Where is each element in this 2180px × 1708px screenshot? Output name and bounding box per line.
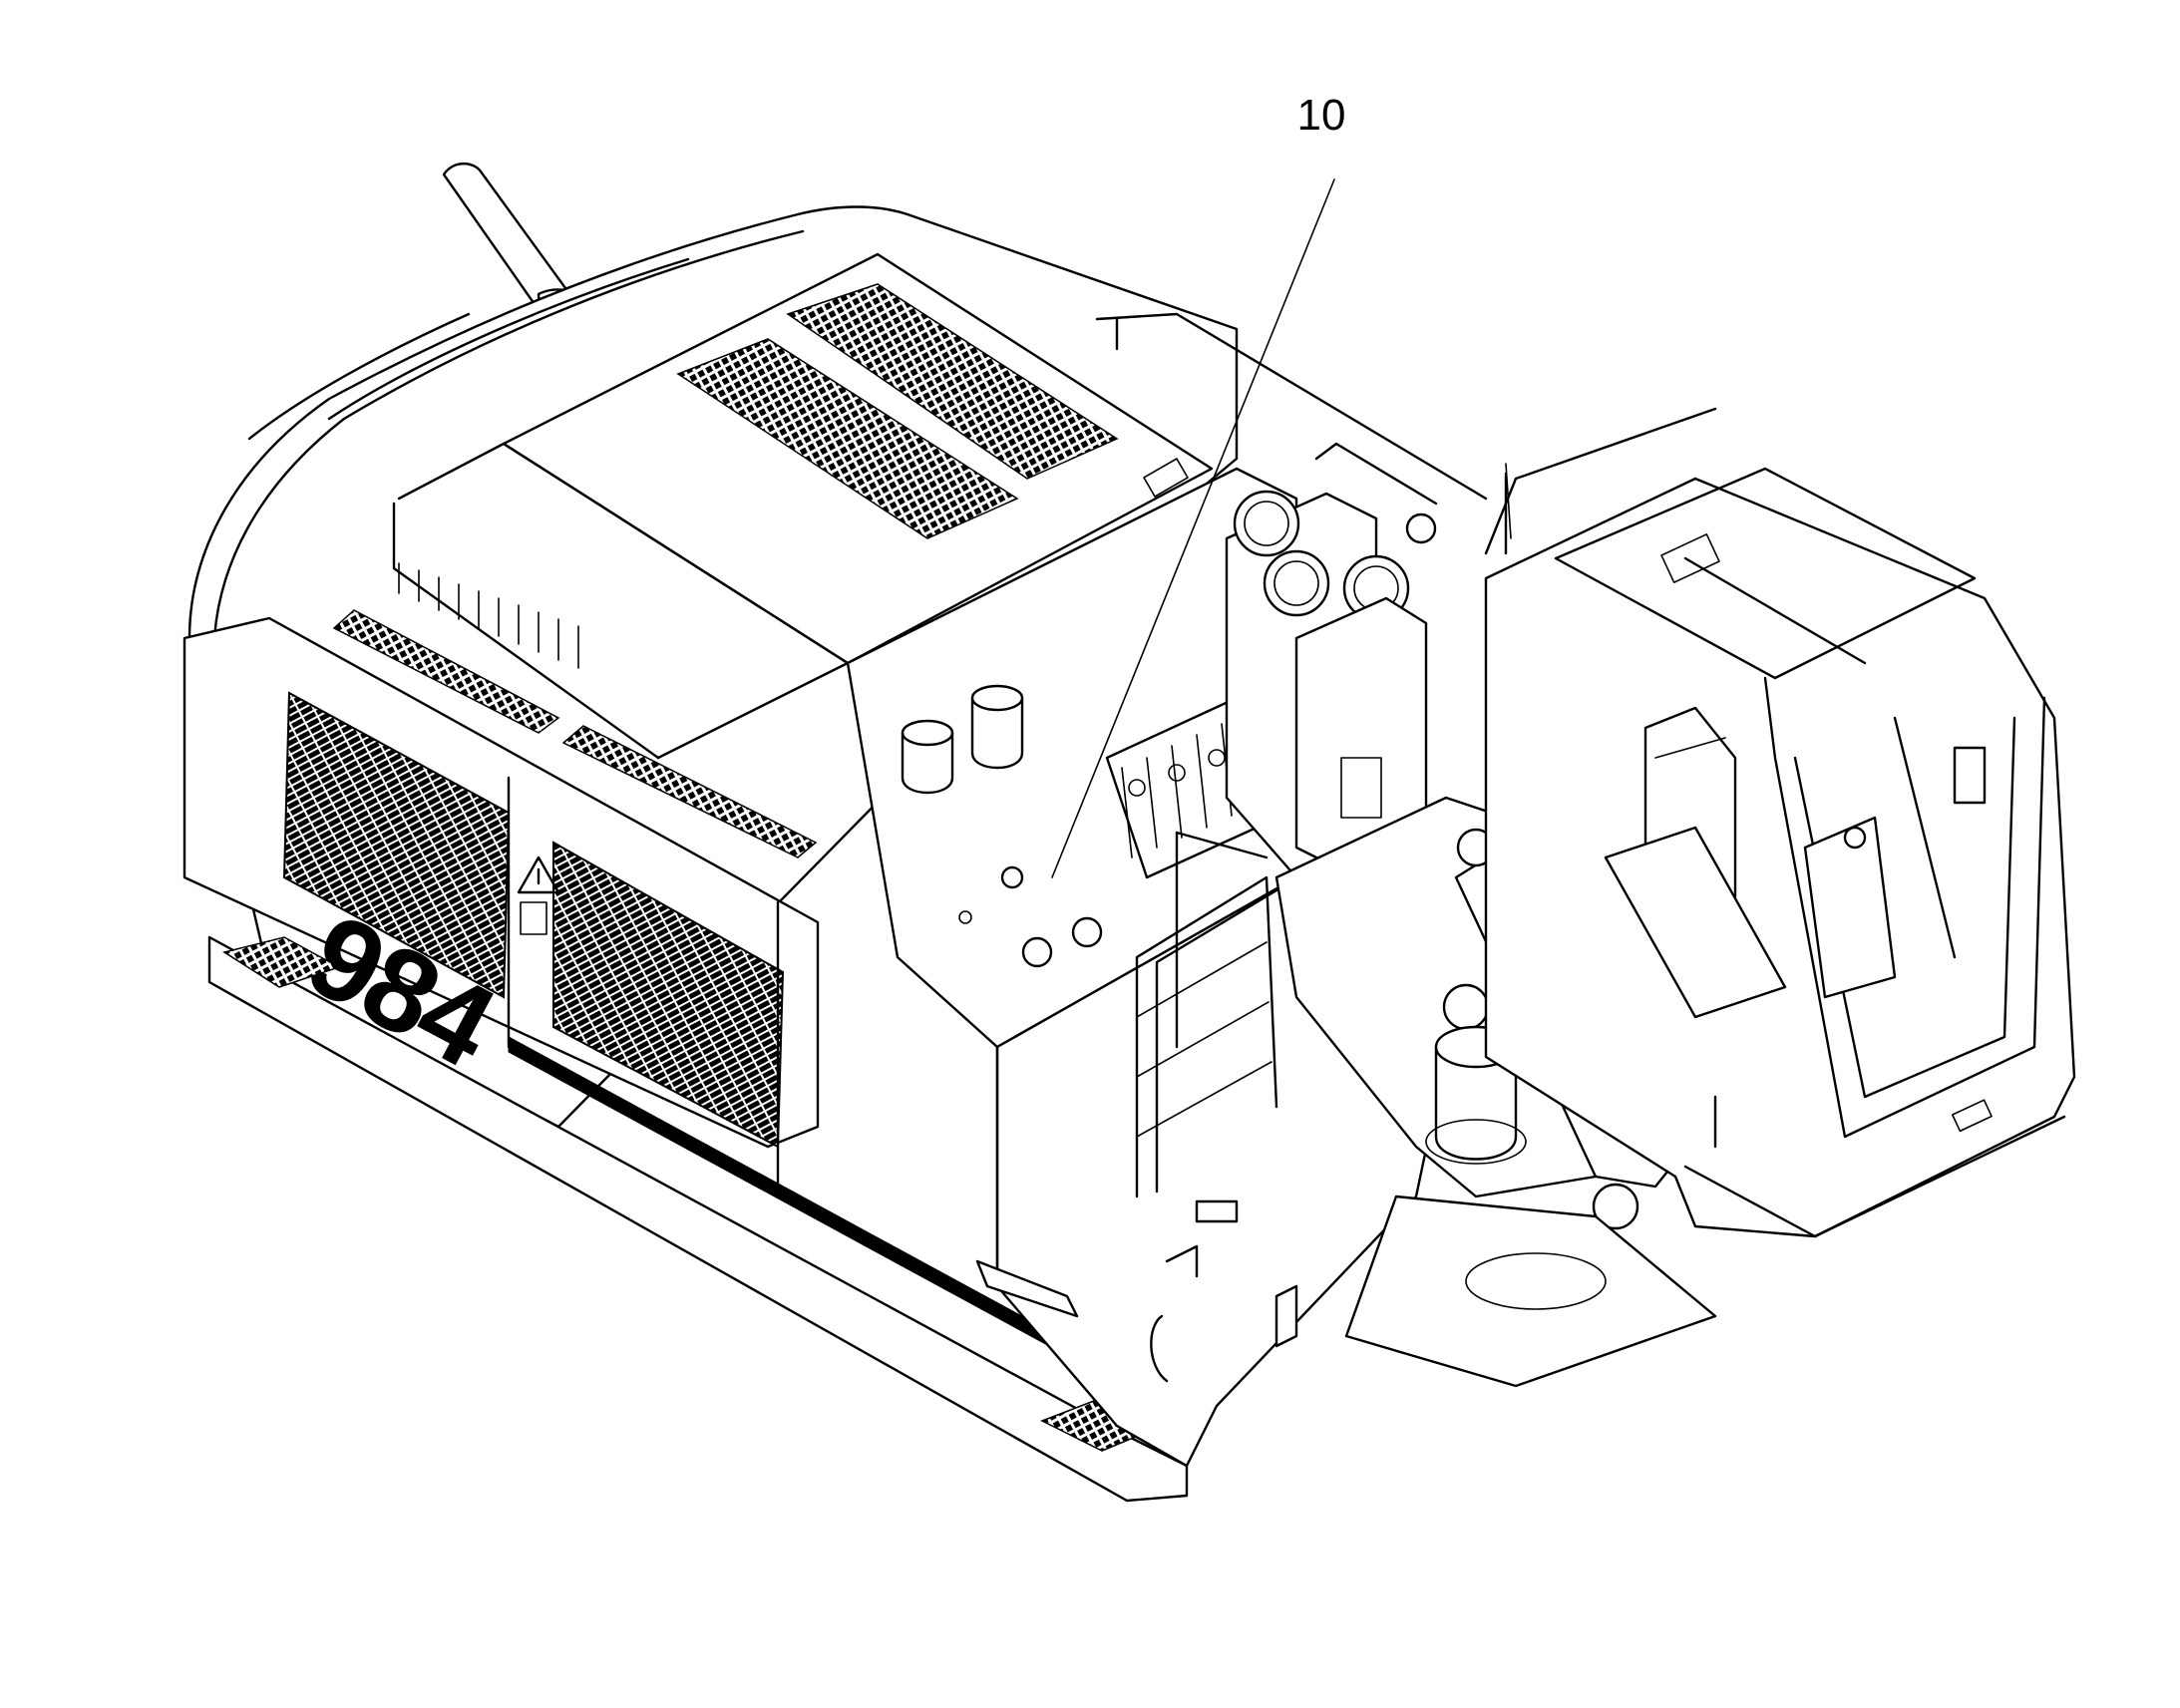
handrails	[1095, 312, 1488, 506]
callout-10: 10	[1051, 91, 1346, 878]
warning-triangle-icon	[517, 855, 560, 894]
filler-cap	[1021, 936, 1053, 968]
grab-handle	[1150, 1314, 1169, 1383]
grab-handle	[1165, 1244, 1199, 1278]
access-ladder	[1135, 831, 1283, 1198]
filter-canister-left	[901, 719, 954, 795]
filter-canister-right	[970, 684, 1024, 770]
callout-number: 10	[1297, 91, 1346, 140]
service-compartment	[846, 467, 1437, 1049]
side-louvres	[398, 562, 579, 669]
operator-cab	[1484, 407, 2076, 1238]
leader-line	[1051, 178, 1335, 878]
filler-cap	[1000, 865, 1024, 889]
rear-walkway-platform	[207, 935, 1189, 1503]
filler-cap	[1071, 916, 1103, 948]
